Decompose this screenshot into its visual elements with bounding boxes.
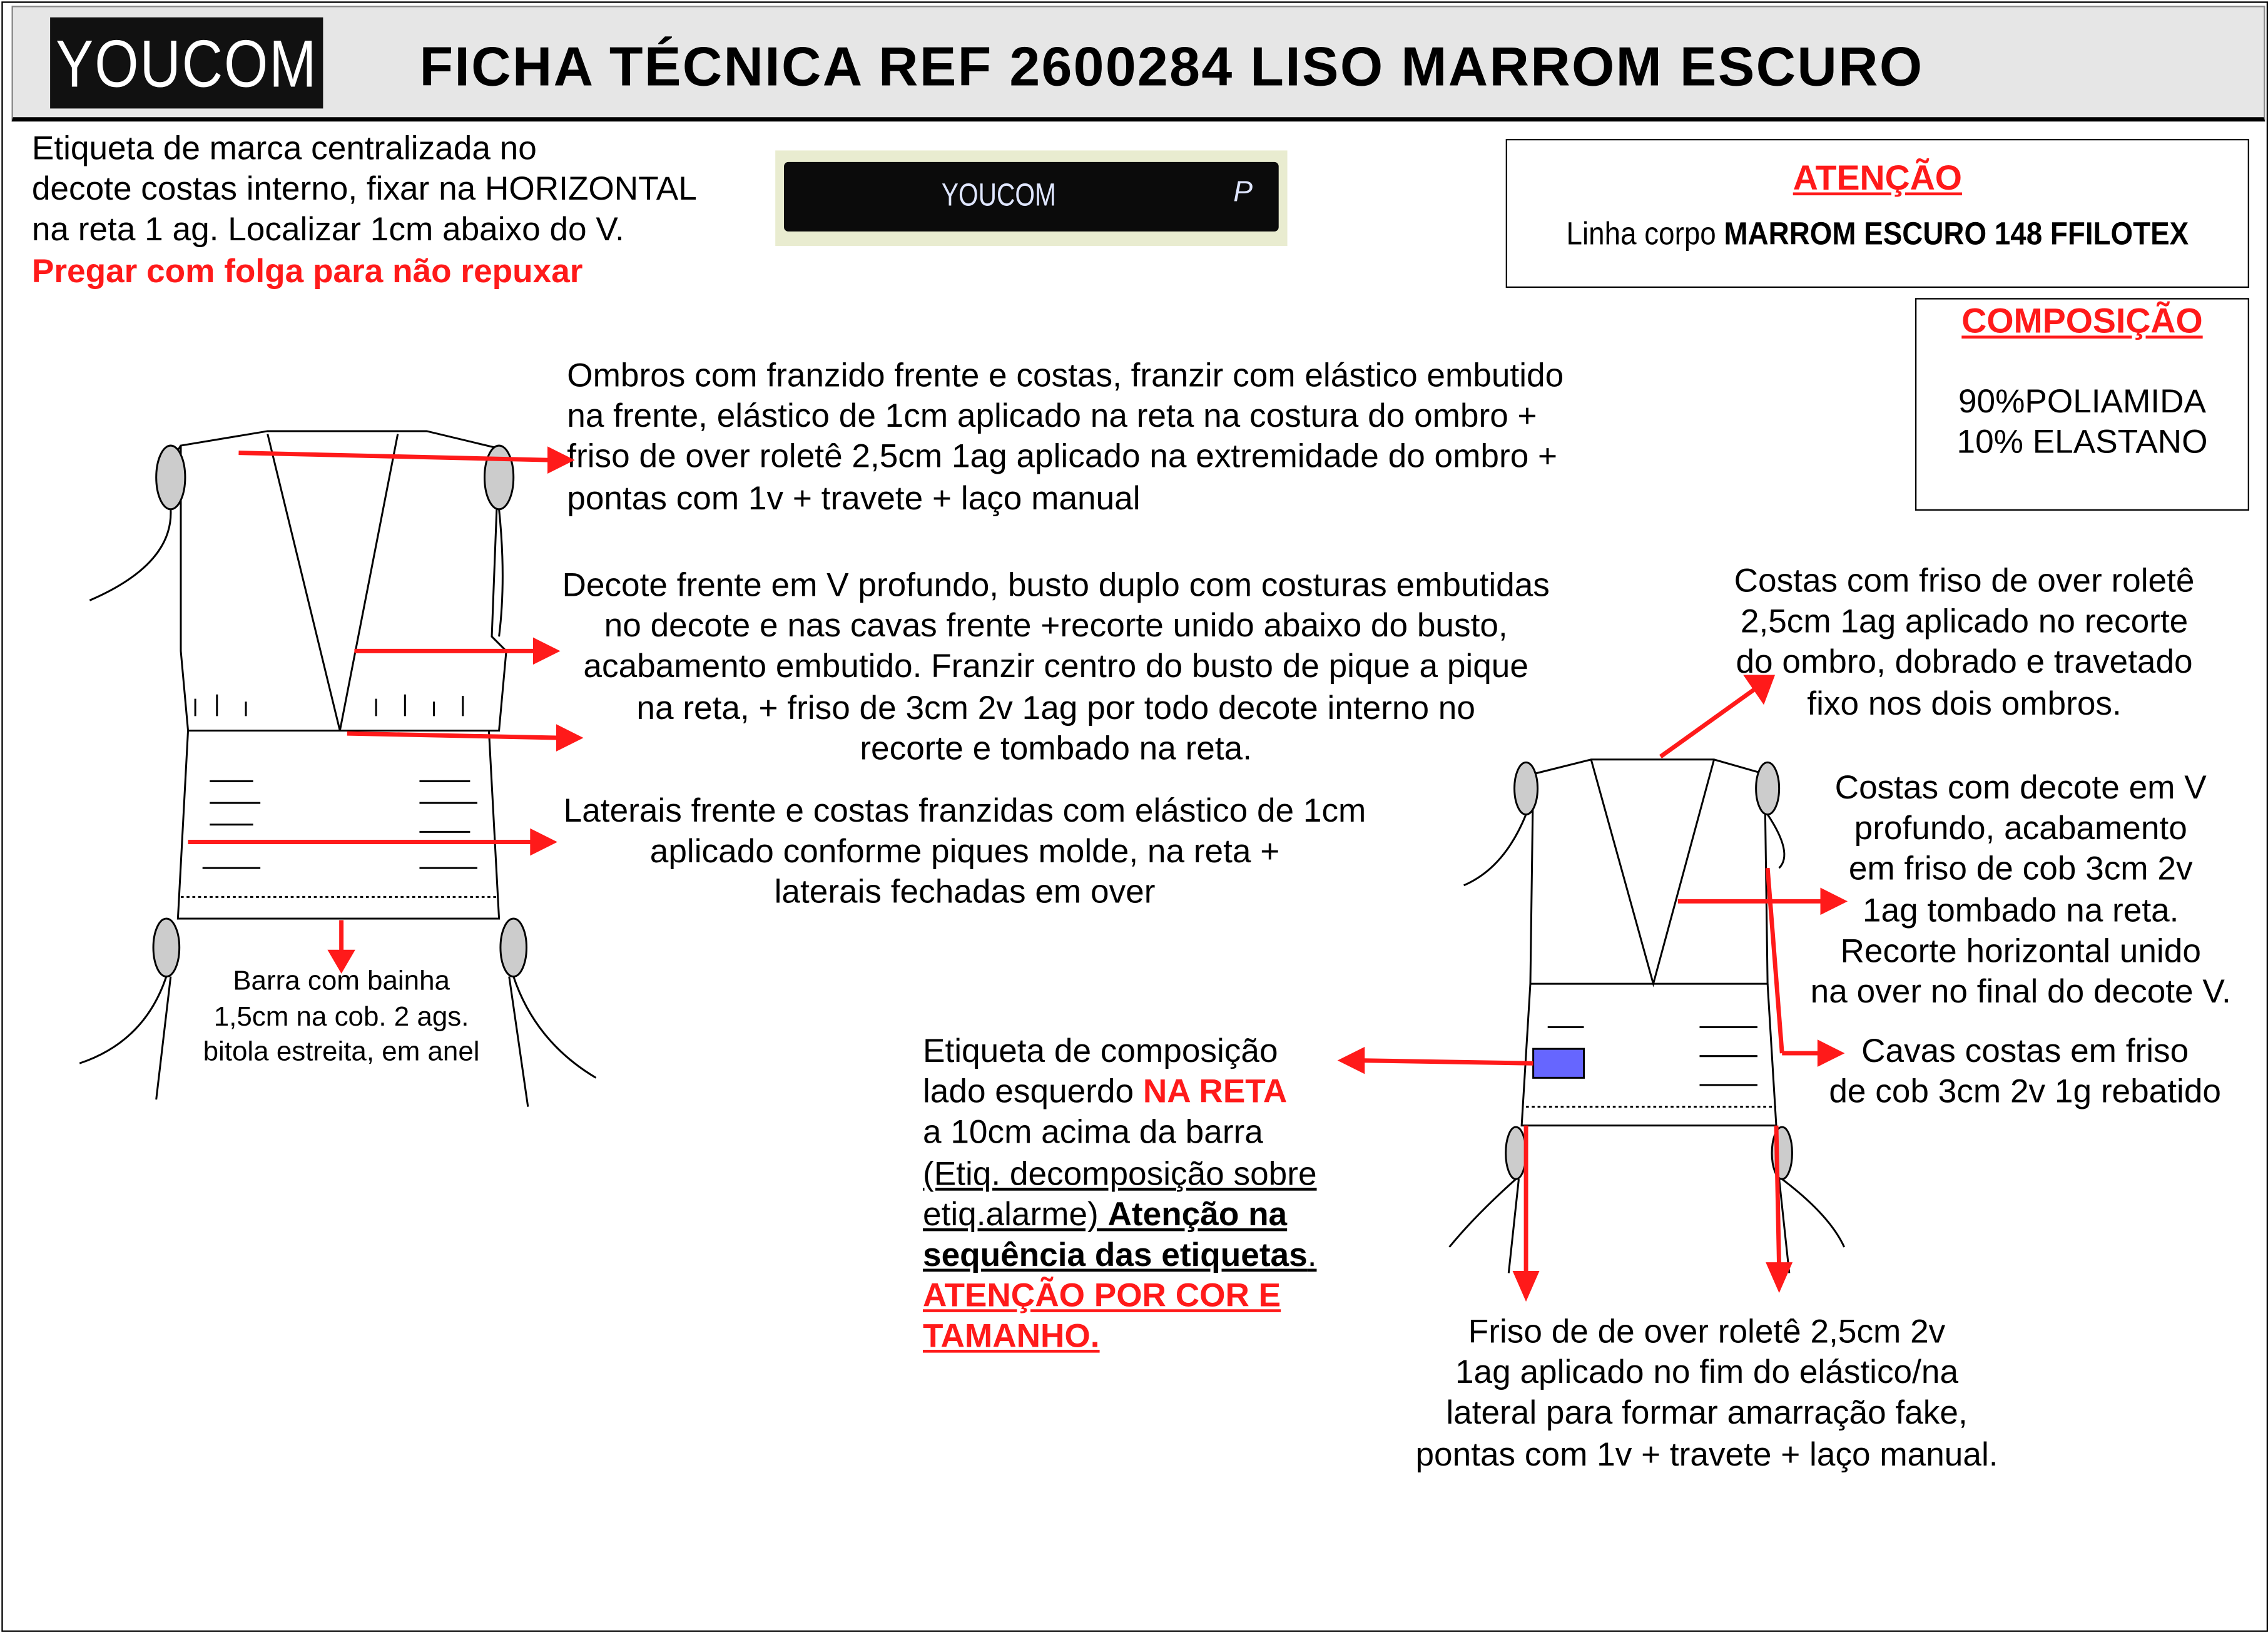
text-line: na reta 1 ag. Localizar 1cm abaixo do V. [31, 210, 624, 248]
text-line: decote costas interno, fixar na HORIZONT… [31, 169, 697, 208]
header-bar [11, 6, 2265, 122]
note-costas-decote: Costas com decote em V profundo, acabame… [1789, 767, 2252, 1011]
note-friso-lateral: Friso de de over roletê 2,5cm 2v 1ag apl… [1374, 1311, 2039, 1474]
front-view-drawing [79, 430, 597, 1107]
text-line: do ombro, dobrado e travetado [1736, 643, 2193, 681]
back-view-drawing [1448, 758, 1846, 1273]
composition-box: COMPOSIÇÃO 90%POLIAMIDA 10% ELASTANO [1915, 298, 2250, 511]
composition-lines: 90%POLIAMIDA 10% ELASTANO [1916, 380, 2247, 461]
text-part-bold: Atenção na [1107, 1195, 1288, 1233]
text-line: profundo, acabamento [1854, 808, 2187, 847]
text-line-warning: Pregar com folga para não repuxar [31, 251, 583, 289]
text-line: acabamento embutido. Franzir centro do b… [583, 647, 1528, 685]
note-laterais: Laterais frente e costas franzidas com e… [524, 790, 1406, 912]
attention-line: Linha corpo MARROM ESCURO 148 FFILOTEX [1544, 215, 2210, 253]
text-line: etiq.alarme) Atenção na [923, 1193, 1317, 1234]
note-ombros: Ombros com franzido frente e costas, fra… [567, 354, 1564, 518]
text-line: na over no final do decote V. [1810, 972, 2231, 1010]
composition-line: 90%POLIAMIDA [1958, 382, 2206, 420]
text-line: Ombros com franzido frente e costas, fra… [567, 355, 1564, 394]
brand-label-photo: YOUCOM P [775, 150, 1288, 247]
note-decote-frente: Decote frente em V profundo, busto duplo… [514, 564, 1599, 768]
text-line: 2,5cm 1ag aplicado no recorte [1740, 602, 2189, 640]
text-line: aplicado conforme piques molde, na reta … [649, 832, 1280, 870]
text-part: lado esquerdo [922, 1072, 1143, 1110]
composition-title: COMPOSIÇÃO [1961, 302, 2203, 342]
thread-label: Linha corpo [1566, 215, 1724, 252]
text-line: Etiqueta de marca centralizada no [31, 128, 537, 166]
note-barra: Barra com bainha 1,5cm na cob. 2 ags. bi… [168, 965, 515, 1071]
page-title: FICHA TÉCNICA REF 2600284 LISO MARROM ES… [419, 38, 1924, 99]
text-line: Decote frente em V profundo, busto duplo… [562, 565, 1550, 604]
text-part: etiq.alarme) [922, 1195, 1108, 1233]
brand-label-instructions: Etiqueta de marca centralizada no decote… [32, 127, 697, 290]
thread-value: MARROM ESCURO 148 FFILOTEX [1724, 215, 2189, 252]
text-line: em friso de cob 3cm 2v [1848, 850, 2193, 888]
text-part: . [1307, 1235, 1317, 1273]
composition-line: 10% ELASTANO [1956, 422, 2208, 461]
text-line: Cavas costas em friso [1861, 1031, 2189, 1069]
text-line: na frente, elástico de 1cm aplicado na r… [567, 396, 1537, 435]
label-tape [784, 161, 1279, 232]
text-line: Laterais frente e costas franzidas com e… [563, 791, 1366, 829]
composition-label-marker [1532, 1048, 1585, 1079]
text-line: Recorte horizontal unido [1840, 931, 2201, 969]
text-line: friso de over roletê 2,5cm 1ag aplicado … [567, 437, 1558, 476]
attention-box: ATENÇÃO Linha corpo MARROM ESCURO 148 FF… [1505, 138, 2250, 288]
text-line-warning: TAMANHO. [922, 1317, 1100, 1355]
text-line: fixo nos dois ombros. [1807, 683, 2122, 722]
text-line: a 10cm acima da barra [922, 1113, 1263, 1151]
text-line: laterais fechadas em over [774, 873, 1156, 911]
note-etiqueta-composicao: Etiqueta de composição lado esquerdo NA … [923, 1030, 1317, 1357]
label-size: P [1233, 176, 1253, 208]
text-line: (Etiq. decomposição sobre [922, 1153, 1317, 1192]
text-line: Etiqueta de composição [922, 1031, 1278, 1069]
text-line: lado esquerdo NA RETA [923, 1071, 1317, 1111]
text-line: na reta, + friso de 3cm 2v 1ag por todo … [636, 688, 1475, 726]
text-line: recorte e tombado na reta. [860, 728, 1253, 767]
text-line: pontas com 1v + travete + laço manual. [1415, 1434, 1998, 1472]
text-line: sequência das etiquetas. [923, 1234, 1317, 1275]
text-line: no decote e nas cavas frente +recorte un… [604, 606, 1508, 645]
text-line: de cob 3cm 2v 1g rebatido [1829, 1072, 2221, 1110]
brand-logo: YOUCOM [50, 17, 323, 109]
text-part-bold: sequência das etiquetas [922, 1235, 1308, 1273]
note-cavas: Cavas costas em friso de cob 3cm 2v 1g r… [1801, 1030, 2249, 1111]
text-line: lateral para formar amarração fake, [1446, 1394, 1968, 1432]
text-line: 1ag aplicado no fim do elástico/na [1455, 1353, 1959, 1391]
text-line-warning: ATENÇÃO POR COR E [922, 1276, 1281, 1314]
text-part-warning: NA RETA [1142, 1072, 1288, 1110]
annotation-arrows [188, 446, 1848, 1302]
text-line: Costas com friso de over roletê [1734, 561, 2195, 599]
text-line: Friso de de over roletê 2,5cm 2v [1468, 1312, 1946, 1350]
text-line: Costas com decote em V [1834, 768, 2207, 806]
note-costas-friso: Costas com friso de over roletê 2,5cm 1a… [1675, 560, 2254, 723]
text-line: 1,5cm na cob. 2 ags. [213, 1001, 469, 1033]
text-line: 1ag tombado na reta. [1862, 890, 2179, 929]
label-logo: YOUCOM [941, 176, 1056, 213]
text-line: bitola estreita, em anel [203, 1037, 480, 1068]
attention-title: ATENÇÃO [1793, 159, 1962, 198]
text-line: pontas com 1v + travete + laço manual [567, 478, 1141, 516]
